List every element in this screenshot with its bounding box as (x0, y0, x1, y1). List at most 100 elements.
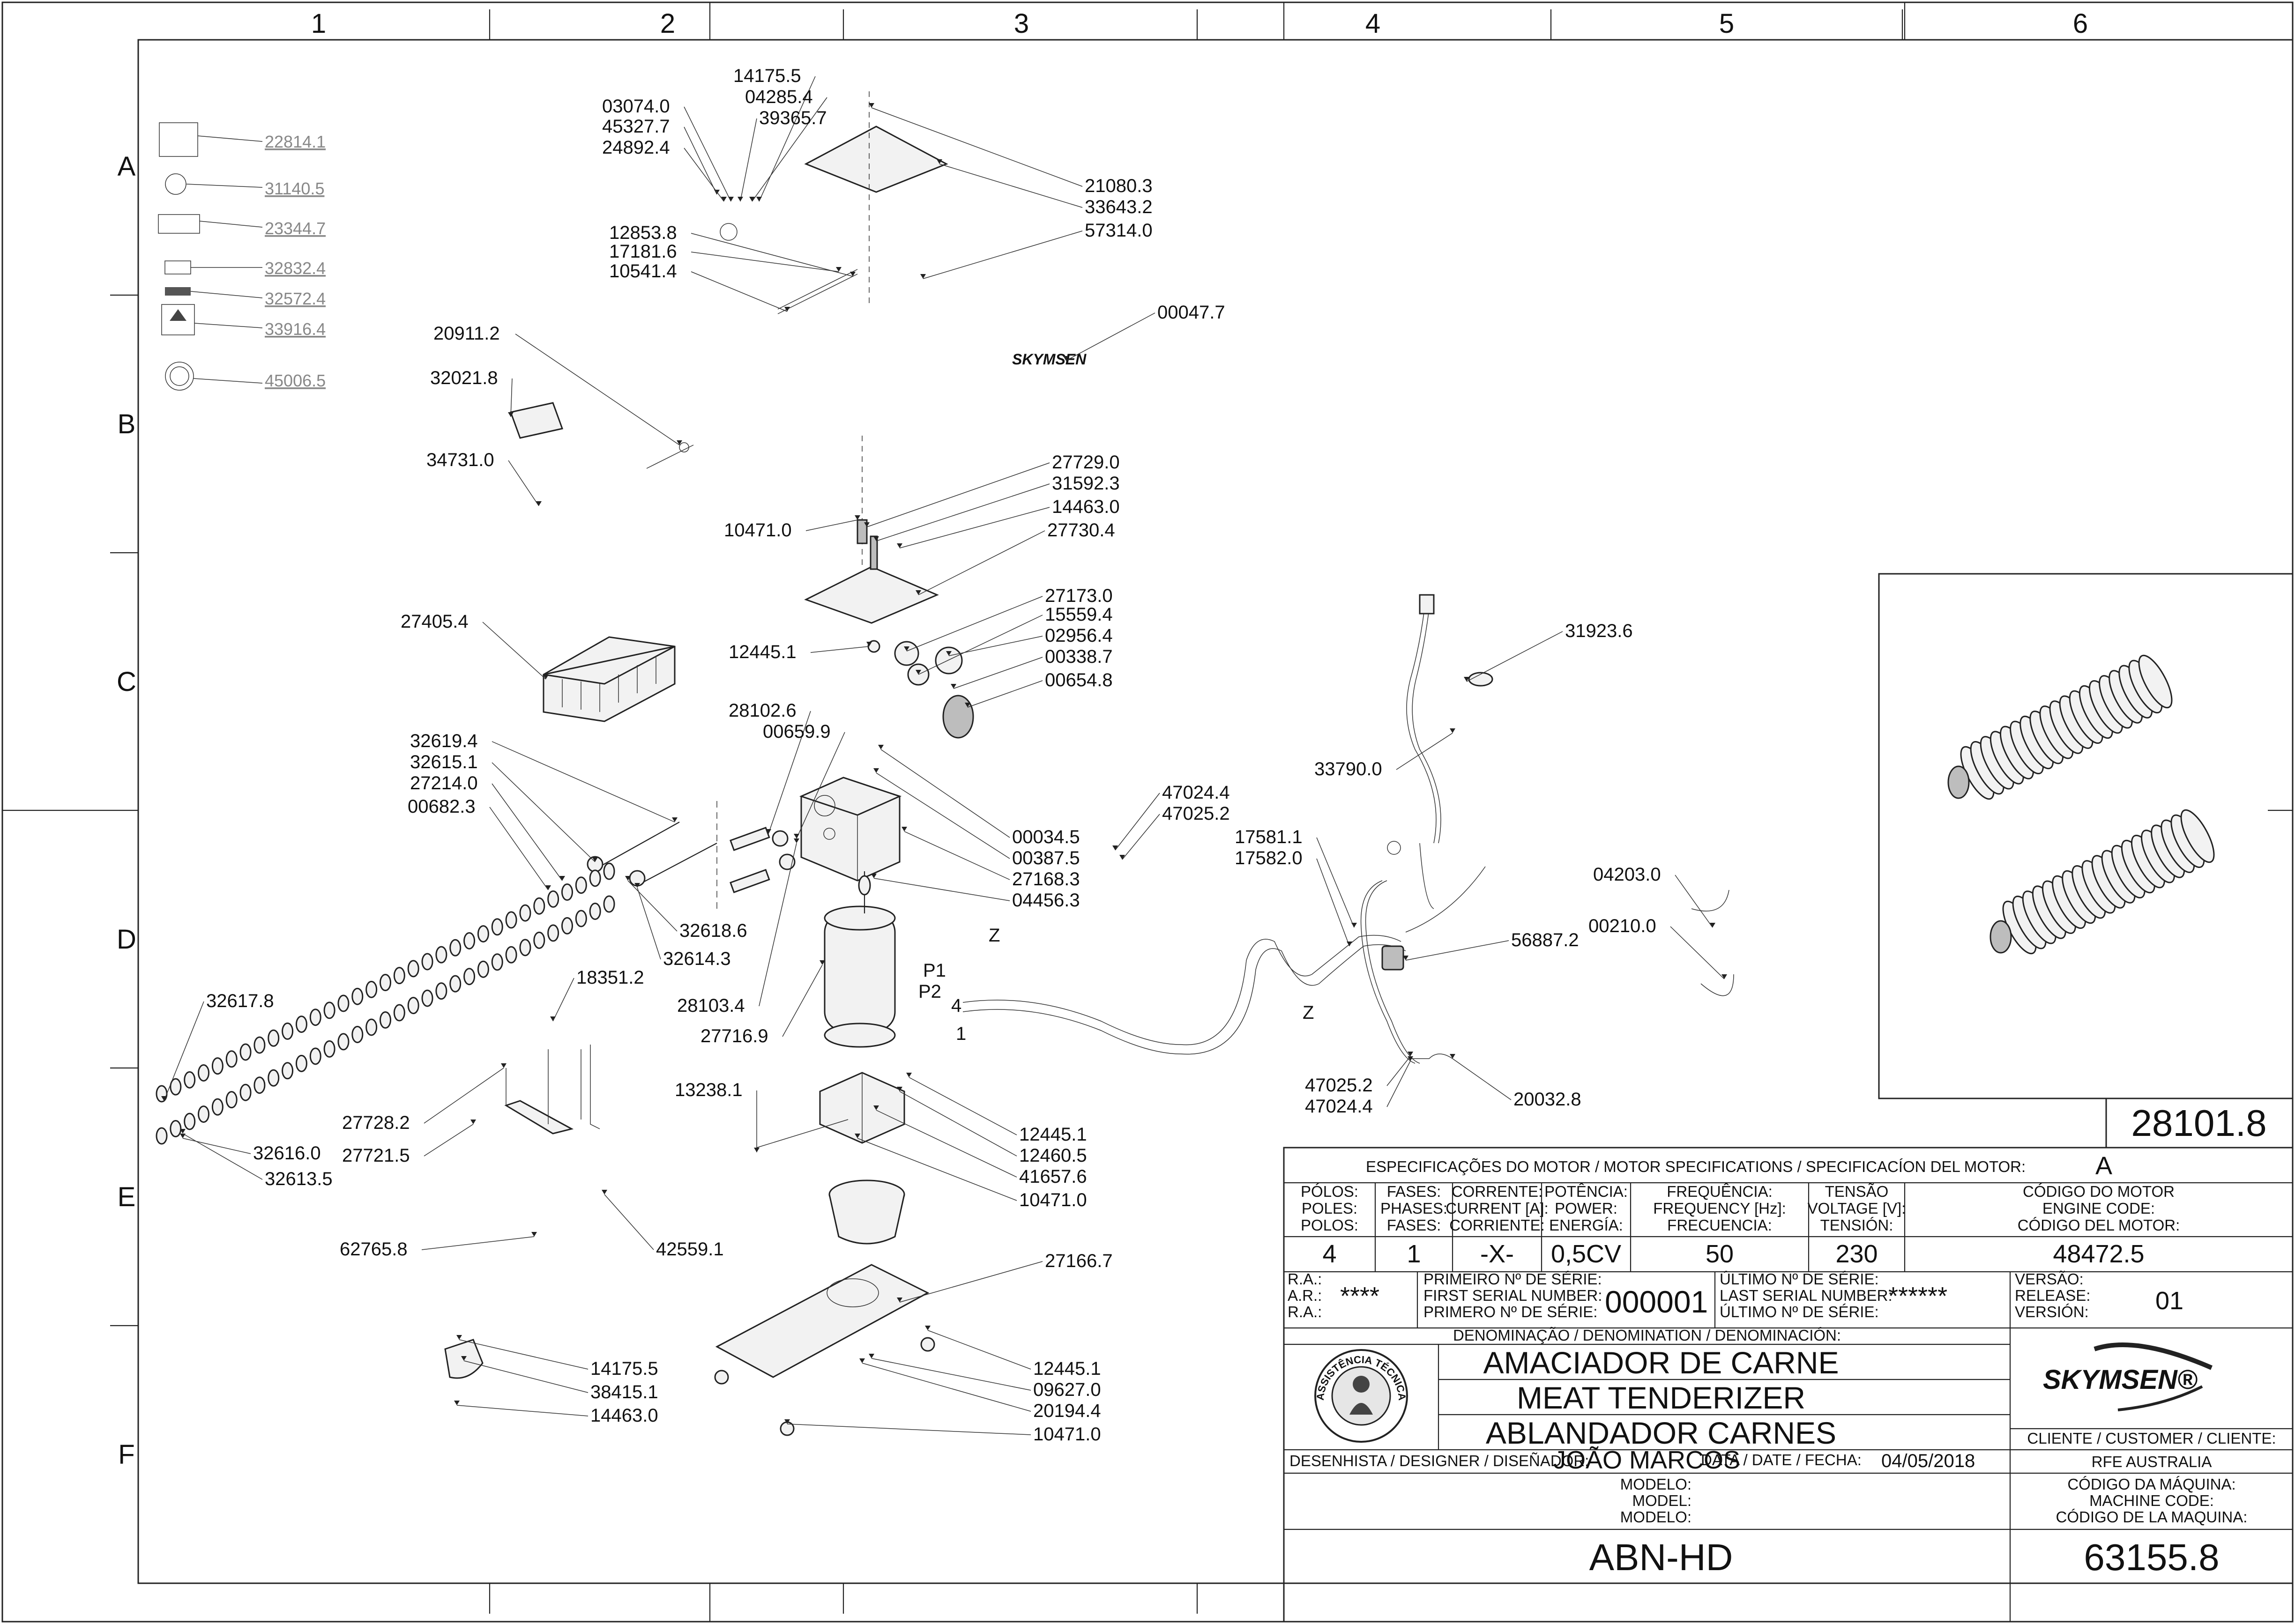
motor-spec-header: CÓDIGO DO MOTOR (2023, 1183, 2175, 1200)
arrowhead (672, 817, 678, 822)
arrowhead (904, 646, 909, 651)
leader-line (759, 76, 816, 202)
arrowhead (721, 197, 727, 201)
motor-spec-header: CÓDIGO DEL MOTOR: (2018, 1216, 2180, 1234)
part-callout-04203-0: 04203.0 (1593, 864, 1661, 885)
arrowhead (161, 1096, 167, 1101)
part-callout-17581-1: 17581.1 (1235, 827, 1303, 847)
arrowhead (902, 827, 907, 831)
leader-line (782, 964, 823, 1037)
version-value: 01 (2155, 1287, 2183, 1315)
leader-line (939, 163, 1083, 208)
arrowhead (1464, 677, 1469, 682)
wire-tags: Z P1 P2 4 1 Z (918, 925, 1314, 1044)
leader-line (482, 622, 546, 680)
leader-line (684, 148, 724, 202)
roller-disc (295, 1054, 307, 1072)
roller-disc (561, 883, 573, 901)
motor-spec-header: CORRENTE: (1452, 1183, 1542, 1200)
part-callout-47024-4: 47024.4 (1162, 782, 1230, 803)
roller-detail-panel (1878, 573, 2294, 1099)
date-value: 04/05/2018 (1881, 1451, 1975, 1471)
side-bracket (504, 1045, 600, 1135)
leader-line (463, 1360, 589, 1393)
model-value: ABN-HD (1589, 1536, 1733, 1578)
roller-disc (239, 1083, 252, 1101)
roller-disc (337, 994, 350, 1012)
leader-line (684, 126, 717, 195)
model-label: MODEL: (1632, 1492, 1691, 1509)
arrowhead (180, 1129, 186, 1134)
cover-assembly: SKYMSEN (510, 91, 1087, 469)
leader-line (1396, 733, 1453, 770)
part-callout-20911-2: 20911.2 (433, 323, 500, 344)
model-label: MODELO: (1620, 1476, 1691, 1493)
part-callout-28102-6: 28102.6 (729, 700, 797, 721)
part-callout-27168-3: 27168.3 (1012, 869, 1080, 890)
arrowhead (855, 515, 860, 520)
roller-disc (477, 925, 489, 943)
roller-disc (268, 1029, 280, 1047)
leader-line (909, 1077, 1017, 1135)
arrowhead (1450, 728, 1455, 733)
arrowhead (873, 768, 879, 773)
part-callout-13238-1: 13238.1 (675, 1080, 743, 1100)
roller-disc (589, 869, 601, 887)
motor-spec-header: POLOS: (1301, 1216, 1358, 1234)
legend-label: 22814.1 (265, 132, 326, 151)
first-serial-label: FIRST SERIAL NUMBER: (1423, 1287, 1602, 1304)
roller-disc (547, 924, 559, 942)
model-label: MODELO: (1620, 1508, 1691, 1526)
leader-line (1066, 312, 1155, 361)
motor-spec-value: 50 (1706, 1240, 1734, 1268)
leader-line (691, 271, 788, 312)
roller-disc (435, 946, 447, 964)
motor-spec-heading: ESPECIFICAÇÕES DO MOTOR / MOTOR SPECIFIC… (1366, 1158, 2026, 1175)
arrowhead (1063, 356, 1069, 361)
arrowhead (859, 1358, 865, 1363)
leader-line (552, 978, 574, 1022)
motor-spec-header: FASES: (1387, 1216, 1441, 1234)
customer-label: CLIENTE / CUSTOMER / CLIENTE: (2027, 1430, 2276, 1447)
part-callout-00659-9: 00659.9 (763, 721, 831, 742)
motor-spec-header: VOLTAGE [V]: (1808, 1200, 1906, 1217)
roller-disc (225, 1050, 238, 1068)
arrowhead (738, 197, 743, 201)
roller-disc (449, 939, 462, 957)
arrowhead (625, 876, 631, 881)
roller-disc (463, 968, 476, 986)
part-callout-32616-0: 32616.0 (253, 1143, 321, 1164)
motor-spec-table: PÓLOS:POLES:POLOS:4FASES:PHASES:FASES:1C… (1301, 1183, 2180, 1272)
skymsen-logo-decal: SKYMSEN (1012, 351, 1087, 368)
leader-line (906, 596, 1043, 652)
column-label-6: 6 (2073, 8, 2088, 39)
roller-disc (491, 953, 503, 971)
roller-disc (449, 975, 462, 993)
arrowhead (836, 267, 842, 272)
roller-disc (533, 897, 545, 915)
part-callout-57314-0: 57314.0 (1085, 220, 1153, 241)
part-callout-27728-2: 27728.2 (342, 1112, 410, 1133)
part-callout-12853-8: 12853.8 (609, 222, 677, 243)
roller-disc (253, 1076, 266, 1094)
leader-line (1386, 1060, 1411, 1107)
motor-spec-value: 1 (1407, 1240, 1421, 1268)
arrowhead (766, 829, 771, 834)
roller-disc (323, 1040, 335, 1058)
motor-spec-header: POWER: (1555, 1200, 1617, 1217)
product-name-pt: AMACIADOR DE CARNE (1483, 1345, 1839, 1380)
leader-line (787, 1424, 1031, 1435)
arrowhead (906, 1073, 912, 1077)
column-label-5: 5 (1719, 8, 1734, 39)
part-callout-20032-8: 20032.8 (1513, 1089, 1581, 1110)
part-callout-14463-0: 14463.0 (590, 1405, 658, 1426)
roller-disc (239, 1043, 252, 1061)
roller-disc (519, 939, 531, 957)
arrowhead (925, 1326, 931, 1330)
leader-line (948, 636, 1043, 656)
leader-line (866, 462, 1050, 527)
part-callout-32617-8: 32617.8 (206, 991, 274, 1011)
cover-plate (804, 126, 948, 193)
designer-label: DESENHISTA / DESIGNER / DISEÑADOR: (1289, 1452, 1589, 1469)
rating-plate-icon (165, 287, 191, 296)
